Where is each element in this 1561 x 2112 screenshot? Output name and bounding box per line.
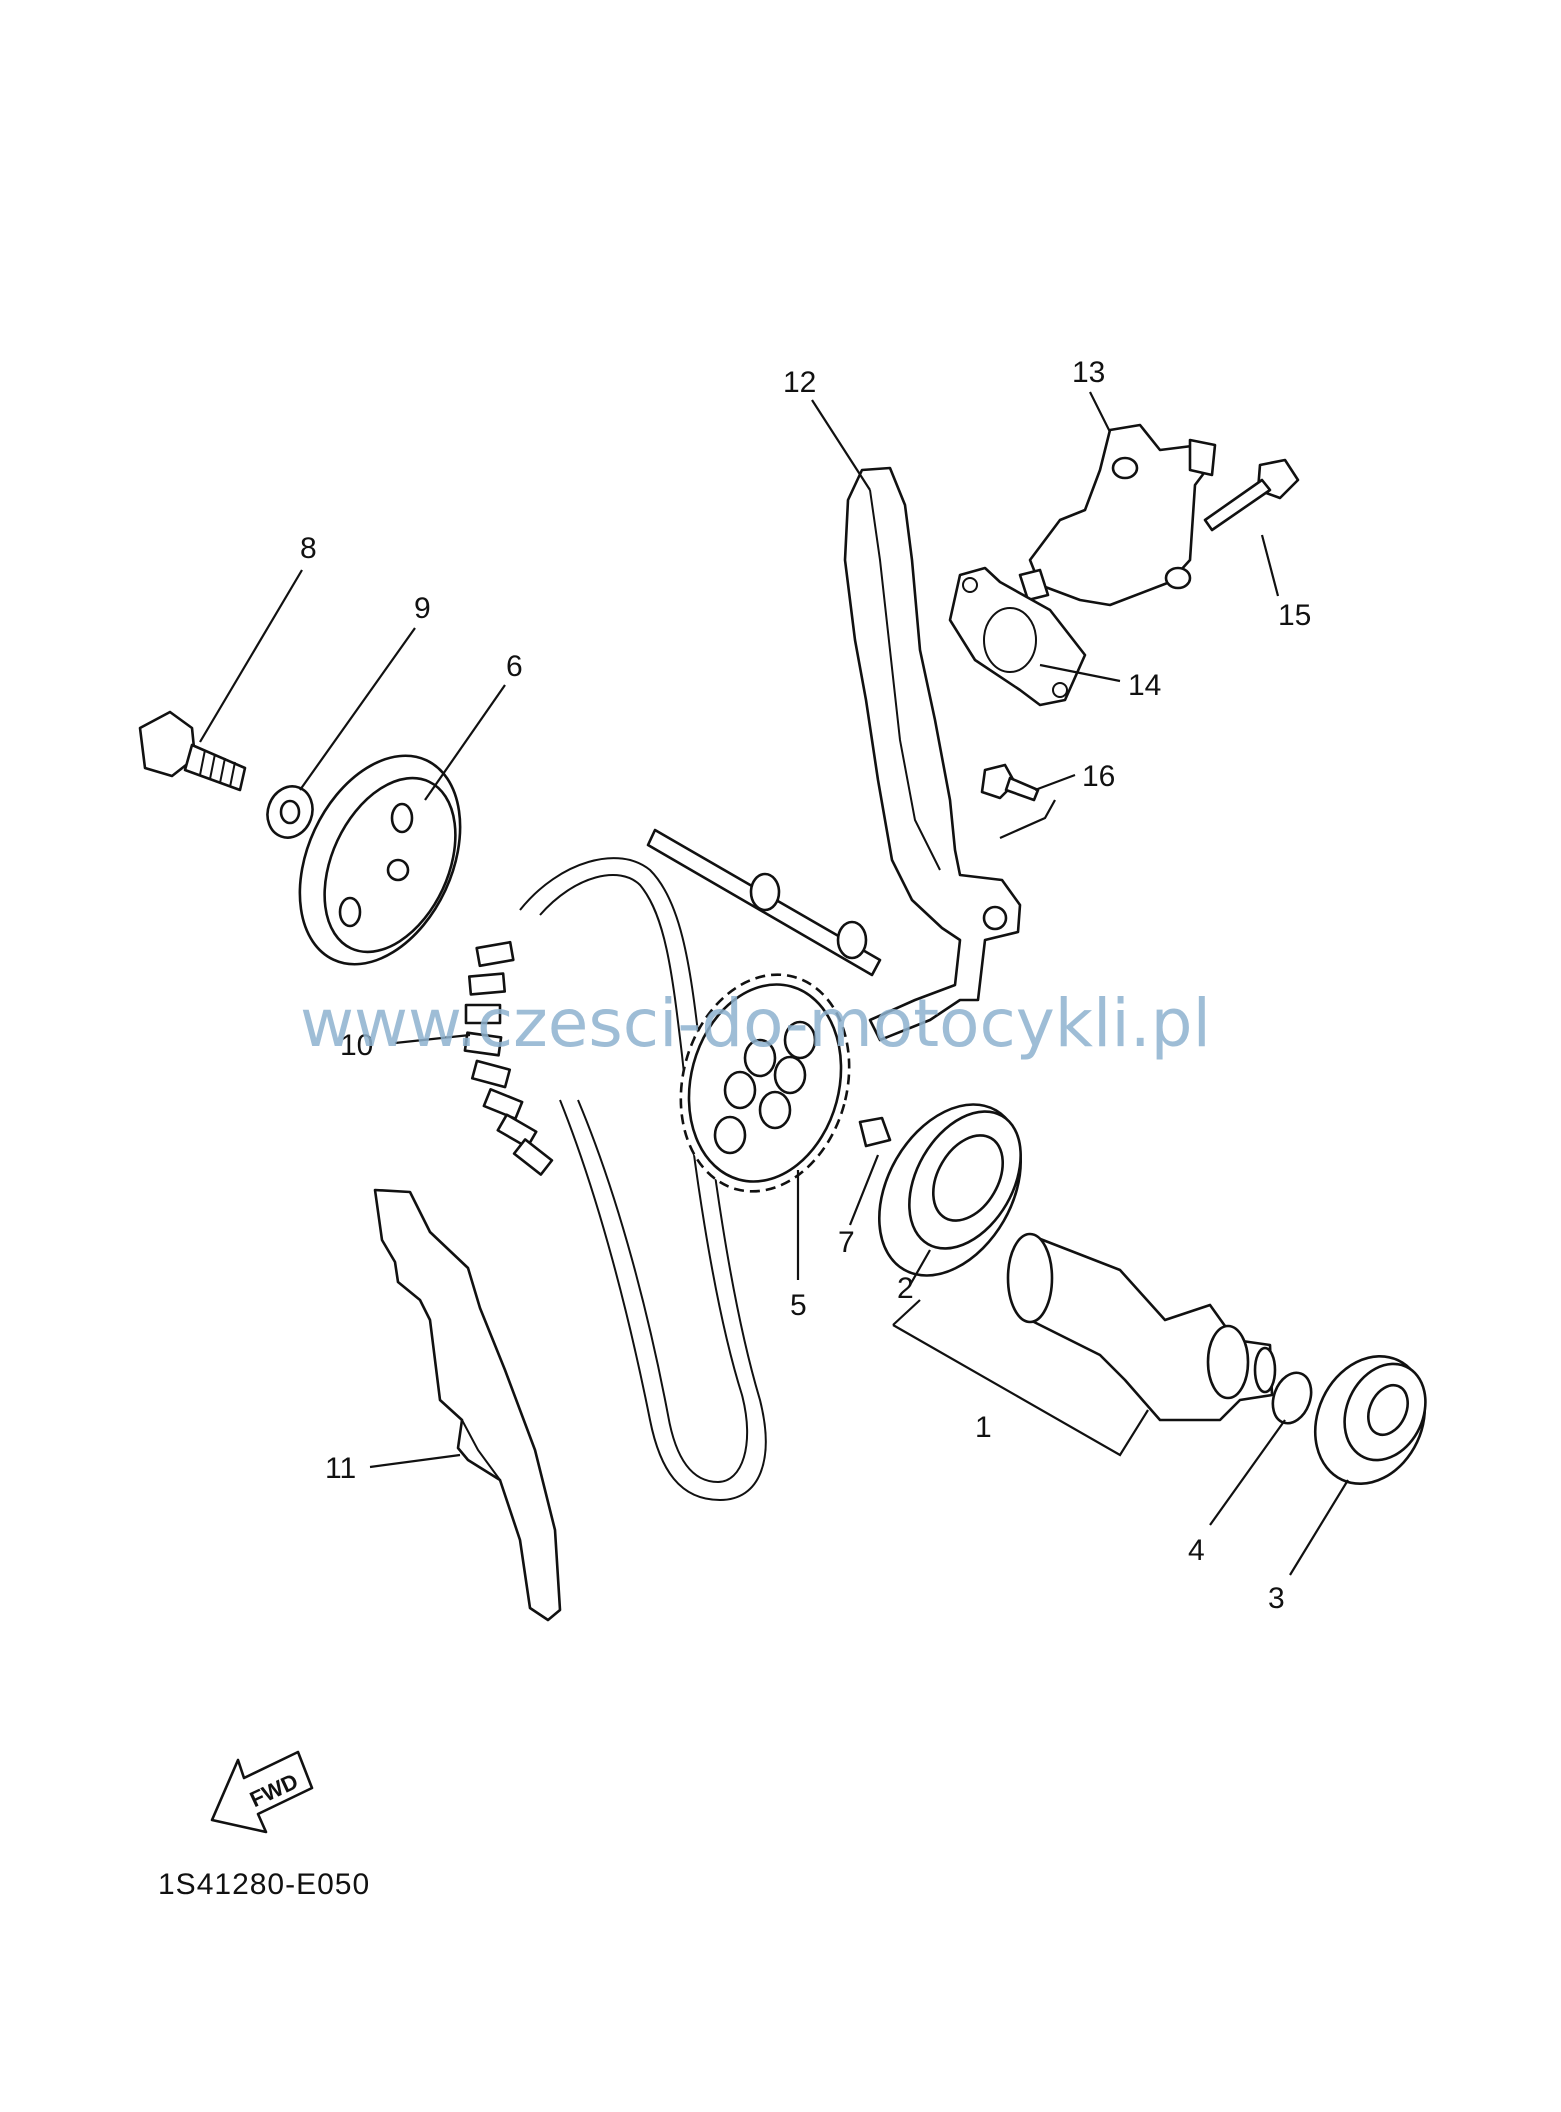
callout-11: 11 <box>325 1452 356 1485</box>
chain-guide-intake <box>843 466 1022 1042</box>
washer <box>266 785 314 839</box>
callout-4: 4 <box>1188 1534 1205 1567</box>
chain-links <box>463 940 554 1176</box>
watermark-url: www.czesci-do-motocykli.pl <box>300 985 1211 1062</box>
fwd-arrow-icon: FWD <box>210 1750 314 1834</box>
leader-lines <box>199 391 1349 1576</box>
callout-12: 12 <box>783 366 816 399</box>
decompressor-plate <box>298 754 462 966</box>
cam-sprocket <box>679 973 851 1193</box>
camshaft <box>1006 1232 1277 1422</box>
callout-16: 16 <box>1082 760 1115 793</box>
drawing-code: 1S41280-E050 <box>158 1868 371 1901</box>
guide-bolt-hole <box>982 905 1008 931</box>
callout-5: 5 <box>790 1289 807 1322</box>
callout-6: 6 <box>506 650 523 683</box>
bearing-2 <box>877 1103 1023 1277</box>
callout-9: 9 <box>414 592 431 625</box>
callout-2: 2 <box>897 1272 914 1305</box>
callout-15: 15 <box>1278 599 1311 632</box>
callout-7: 7 <box>838 1226 855 1259</box>
bolt-8 <box>138 710 247 792</box>
bolt-16 <box>980 763 1040 802</box>
dowel-pin <box>858 1116 892 1148</box>
callout-10: 10 <box>340 1029 373 1062</box>
tensioner-assembly <box>1018 423 1217 607</box>
callouts: 8 9 6 12 13 15 14 16 10 11 5 7 2 1 4 3 <box>300 356 1311 1615</box>
bolt-15 <box>1203 458 1300 532</box>
callout-1: 1 <box>975 1411 992 1444</box>
timing-chain <box>463 857 767 1502</box>
callout-14: 14 <box>1128 669 1161 702</box>
gasket <box>948 566 1087 707</box>
callout-13: 13 <box>1072 356 1105 389</box>
callout-8: 8 <box>300 532 317 565</box>
callout-3: 3 <box>1268 1582 1285 1615</box>
chain-guide-exhaust <box>373 1188 562 1622</box>
bearing-3 <box>1313 1354 1427 1486</box>
guide-shaft <box>646 828 882 977</box>
